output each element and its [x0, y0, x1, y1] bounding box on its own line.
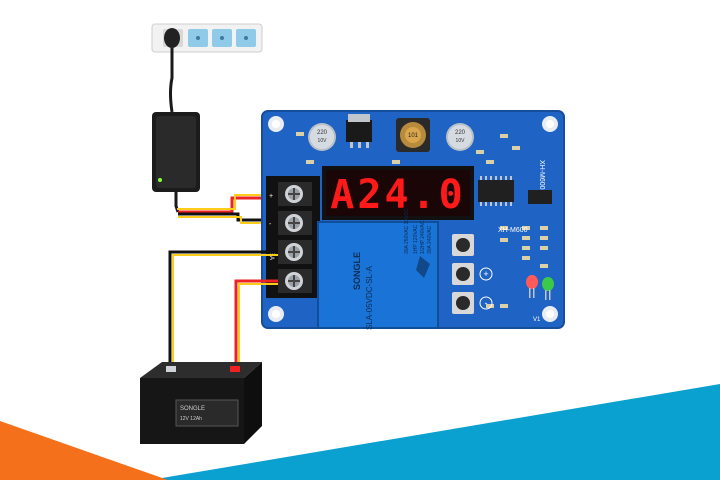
battery-model: 12V 12Ah — [180, 416, 202, 422]
orange-band — [0, 421, 168, 480]
relay-rating-4: 30A 240VAC — [427, 225, 433, 254]
inductor: 101 — [396, 118, 430, 152]
ic-chip-side — [528, 190, 552, 204]
button-top[interactable] — [452, 234, 474, 256]
teal-band — [150, 384, 720, 480]
capacitor-left-voltage: 10V — [318, 138, 328, 144]
button-minus-label: - — [485, 298, 488, 308]
wire-battery-plus — [234, 279, 278, 370]
ic-chip-upper — [478, 176, 514, 206]
terminal-label-plus: + — [269, 193, 273, 200]
terminal-block — [266, 176, 320, 298]
wire-battery-plus-yellow — [238, 283, 278, 370]
relay-rating-3: 1/2HP 240VAC — [420, 220, 426, 254]
inductor-label: 101 — [408, 133, 419, 139]
wire-battery-minus-yellow — [172, 254, 278, 370]
capacitor-right-voltage: 10V — [456, 138, 466, 144]
minus-symbol-ring — [479, 296, 493, 310]
relay-rating-2: 1HP 120VAC — [413, 224, 419, 254]
board-model-label: XH-M600 — [498, 227, 528, 234]
wire-adapter-plus-yellow — [177, 194, 278, 210]
capacitor-right: 220 10V — [446, 123, 474, 151]
board-model-label-rotated: XH-M600 — [538, 160, 545, 190]
display-reading: A24.0 — [330, 172, 465, 218]
button-plus-label: + — [483, 269, 488, 279]
board-label-v1: V1 — [533, 317, 541, 323]
regulator-chip — [346, 114, 372, 148]
power-cable — [169, 48, 174, 113]
wire-battery-minus — [168, 250, 278, 370]
wire-adapter-plus-red — [178, 196, 278, 214]
led-red — [526, 275, 538, 298]
power-adapter — [152, 112, 200, 192]
power-strip — [151, 23, 263, 53]
button-minus[interactable] — [452, 292, 474, 314]
capacitor-left: 220 10V — [308, 123, 336, 151]
led-green — [542, 277, 554, 300]
button-plus[interactable] — [452, 263, 474, 285]
battery: SONGLE 12V 12Ah — [140, 362, 262, 444]
terminal-label-minus: - — [269, 221, 272, 228]
terminal-label-ba: BA — [268, 252, 274, 260]
battery-brand: SONGLE — [180, 406, 205, 412]
wire-adapter-minus-yellow — [178, 216, 278, 224]
relay-rating-1: 30A 250VAC 30VDC — [404, 208, 410, 254]
capacitor-right-value: 220 — [455, 130, 466, 136]
relay-brand: SONGLE — [352, 252, 362, 290]
relay: SONGLE SLA-05VDC-SL-A 30A 250VAC 30VDC 1… — [317, 208, 439, 330]
capacitor-left-value: 220 — [317, 130, 328, 136]
relay-model: SLA-05VDC-SL-A — [365, 265, 374, 330]
plus-symbol-ring — [479, 267, 493, 281]
seven-segment-display: A24.0 — [322, 166, 474, 220]
